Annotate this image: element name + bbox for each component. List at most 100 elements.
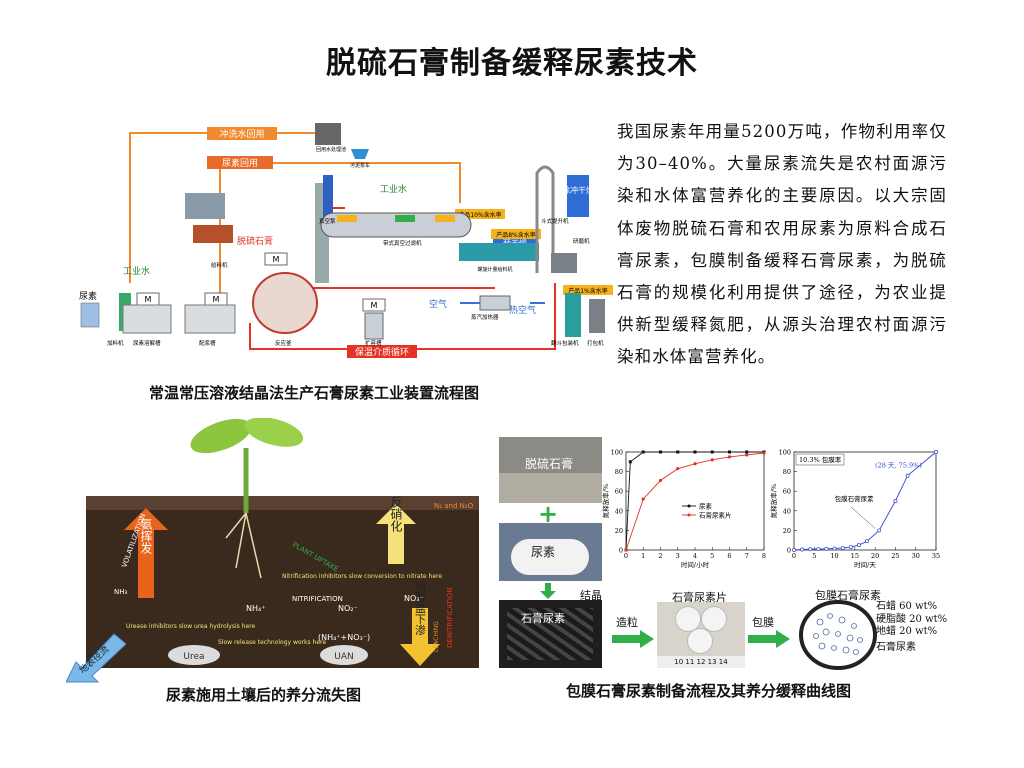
label-urea-oval: Urea	[183, 652, 204, 662]
label-n2-n2o: N₂ and N₂O	[434, 502, 474, 510]
label-feeder-2: 给料机	[211, 261, 228, 269]
water-tank-icon	[315, 123, 341, 145]
label-baler: 打包机	[587, 339, 604, 347]
data-point	[808, 547, 813, 552]
x-tick-label: 3	[676, 552, 680, 560]
elevator-icon	[535, 165, 555, 273]
label-crystal: 结晶	[580, 589, 602, 602]
label-no3: NO₃⁻	[404, 594, 424, 603]
tablet-title: 石膏尿素片	[672, 591, 727, 604]
leaf-right-icon	[244, 418, 304, 447]
label-gypsum-urea-photo: 石膏尿素	[521, 612, 565, 625]
composition-core: 石膏尿素	[876, 641, 916, 653]
label-leaching-en: LEACHING	[433, 621, 440, 652]
y-tick-label: 60	[615, 488, 623, 496]
arrow-surface-runoff: 地表径流	[66, 633, 126, 683]
data-point	[762, 451, 766, 455]
x-tick-label: 8	[762, 552, 766, 560]
tag-circulation: 保温介质循环	[355, 346, 409, 358]
slurry-tank-icon	[184, 304, 236, 334]
tag-product-1: 产品1%含水率	[568, 287, 608, 295]
reactor-icon	[252, 272, 318, 334]
annotation-label: (28 天, 75.9%)	[875, 462, 922, 470]
label-sludge-truck: 污泥泵车	[350, 162, 370, 169]
label-coat: 包膜	[752, 616, 774, 629]
tablet-photo: 10 11 12 13 14	[657, 602, 745, 668]
process-caption: 包膜石膏尿素制备流程及其养分缓释曲线图	[566, 682, 852, 700]
description-paragraph: 我国尿素年用量5200万吨，作物利用率仅为30–40%。大量尿素流失是农村面源污…	[617, 122, 947, 367]
x-tick-label: 10	[830, 552, 838, 560]
data-point	[816, 547, 821, 551]
grinder-icon	[551, 253, 577, 273]
urea-bag-icon	[80, 302, 100, 328]
label-nitrification: NITRIFICATION	[292, 595, 343, 603]
soil-caption: 尿素施用土壤后的养分流失图	[166, 686, 362, 704]
data-point	[658, 478, 663, 483]
roots-icon	[225, 512, 262, 579]
y-tick-label: 60	[783, 488, 791, 496]
label-air: 空气	[429, 298, 447, 310]
arrow-leaching	[400, 608, 440, 666]
x-tick-label: 2	[658, 552, 662, 560]
dissolve-tank-icon	[122, 304, 172, 334]
data-point	[848, 545, 853, 550]
label-uan-oval: UAN	[334, 652, 353, 662]
motor-m-1: M	[145, 295, 152, 304]
belt-filter-icon	[320, 212, 472, 238]
legend-label: 石膏尿素片	[699, 511, 732, 520]
x-tick-label: 5	[710, 552, 714, 560]
data-point	[641, 450, 645, 454]
data-point	[745, 453, 749, 457]
data-point	[745, 450, 749, 454]
data-point	[800, 547, 805, 552]
series-label: 包膜石膏尿素	[835, 494, 875, 503]
series-line-1	[625, 452, 765, 551]
label-nh4: NH₄⁺	[246, 604, 265, 613]
y-axis-label: 氮释放率/%	[769, 484, 778, 518]
x-axis-label: 时间/小时	[681, 560, 710, 569]
data-point	[676, 467, 680, 471]
page-title: 脱硫石膏制备缓释尿素技术	[326, 46, 698, 81]
label-denitrification-en: DENITRIFICATION	[446, 587, 454, 648]
x-axis-label: 时间/天	[854, 560, 876, 569]
label-no2: NO₂⁻	[338, 604, 358, 613]
label-urease-inhibitor: Urease inhibitors slow urea hydrolysis h…	[126, 623, 255, 630]
label-bucket-elevator: 斗式提升机	[541, 217, 569, 225]
data-point	[792, 548, 796, 552]
label-gypsum-photo: 脱硫石膏	[525, 457, 574, 471]
expansion-tank-icon	[364, 312, 384, 340]
x-tick-label: 30	[912, 552, 920, 560]
label-industrial-water-1: 工业水	[123, 265, 150, 277]
y-tick-label: 40	[615, 507, 623, 515]
x-tick-label: 4	[693, 552, 697, 560]
arrow-denitrification	[376, 504, 416, 564]
motor-m-3: M	[273, 255, 280, 264]
legend-marker	[687, 513, 691, 517]
tag-product-10: 产品10%含水率	[458, 211, 501, 219]
label-water-treatment: 回用水处理池	[316, 146, 346, 153]
tag-urea-reuse: 尿素回用	[222, 157, 258, 169]
flow-caption: 常温常压溶液结晶法生产石膏尿素工业装置流程图	[149, 384, 480, 402]
soil-nutrient-diagram: 氨挥发 反硝化 硝酸盐下渗 N₂ and N₂O NITRIFICATION N…	[86, 418, 479, 668]
flow-svg: 冲洗水回用 尿素回用 保温介质循环 除冲干燥 预干燥 产品10%含水率 产品8%…	[79, 123, 613, 358]
tag-wash-water: 冲洗水回用	[219, 128, 264, 140]
bagger-icon	[589, 299, 605, 333]
data-point	[934, 450, 938, 454]
gypsum-urea-photo: 石膏尿素	[499, 600, 602, 668]
uan-oval	[320, 645, 368, 665]
gypsum-pile-icon	[193, 225, 233, 243]
ruler: 10 11 12 13 14	[657, 656, 745, 668]
leaf-left-icon	[190, 418, 252, 454]
y-tick-label: 80	[783, 468, 791, 476]
legend-marker	[687, 504, 691, 508]
x-tick-label: 1	[641, 552, 645, 560]
label-bucket-packer: 翻斗包装机	[551, 339, 579, 347]
data-point	[710, 458, 714, 462]
label-grinder: 研磨机	[573, 237, 590, 245]
data-point	[824, 546, 829, 551]
legend-box	[795, 453, 845, 466]
x-tick-label: 15	[851, 552, 859, 560]
